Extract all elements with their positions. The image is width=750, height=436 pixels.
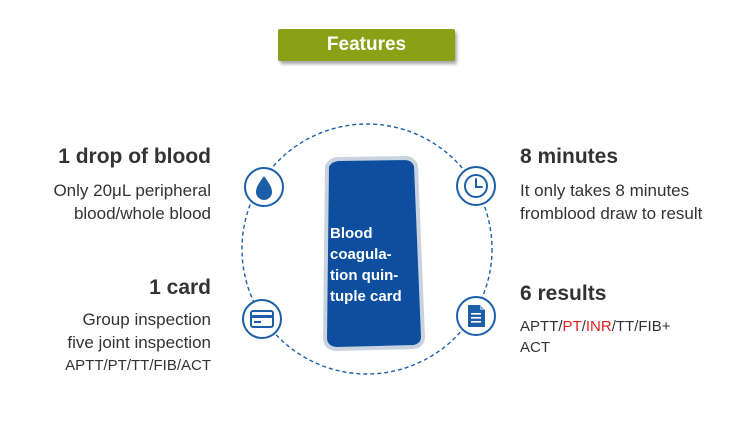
result-inr: INR [585,318,612,335]
card-label-line: tuple card [330,288,402,305]
result-aptt: APTT/ [520,318,563,335]
card-label-line: Blood [330,225,373,242]
result-separator: / [581,318,586,335]
result-act: ACT [520,339,550,356]
feature-desc-line: It only takes 8 minutes [520,181,690,200]
feature-title-card: 1 card [149,276,211,299]
feature-title-minutes: 8 minutes [520,145,619,168]
features-badge-label: Features [326,34,407,55]
feature-desc-card: Group inspection five joint inspection A… [65,308,211,377]
feature-desc-results: APTT/PT/INR/TT/FIB+ ACT [520,316,670,358]
results-list: APTT/PT/INR/TT/FIB+ [520,316,670,337]
dashed-ring [241,123,493,375]
blood-drop-icon [244,167,284,207]
clock-icon [456,166,496,206]
card-label-line: coagula- [330,246,392,263]
feature-title-blood-drop: 1 drop of blood [58,145,211,168]
feature-desc-line: five joint inspection [67,333,211,352]
feature-desc-line: Only 20μL peripheral [53,181,211,200]
result-pt: PT [562,318,582,335]
card-label-line: tion quin- [330,267,399,284]
card-icon [242,299,282,339]
feature-desc-minutes: It only takes 8 minutes fromblood draw t… [520,179,702,225]
feature-desc-blood-drop: Only 20μL peripheral blood/whole blood [53,179,211,225]
coagulation-card [322,155,426,352]
feature-desc-line: Group inspection [82,310,211,329]
document-icon [456,296,496,336]
card-label: Blood coagula- tion quin- tuple card [330,223,420,307]
feature-desc-line: APTT/PT/TT/FIB/ACT [65,357,211,374]
result-tt-fib: /TT/FIB+ [611,318,671,335]
feature-desc-line: fromblood draw to result [520,204,703,223]
features-badge: Features [278,29,455,61]
feature-title-results: 6 results [520,282,607,305]
feature-desc-line: blood/whole blood [73,204,211,223]
